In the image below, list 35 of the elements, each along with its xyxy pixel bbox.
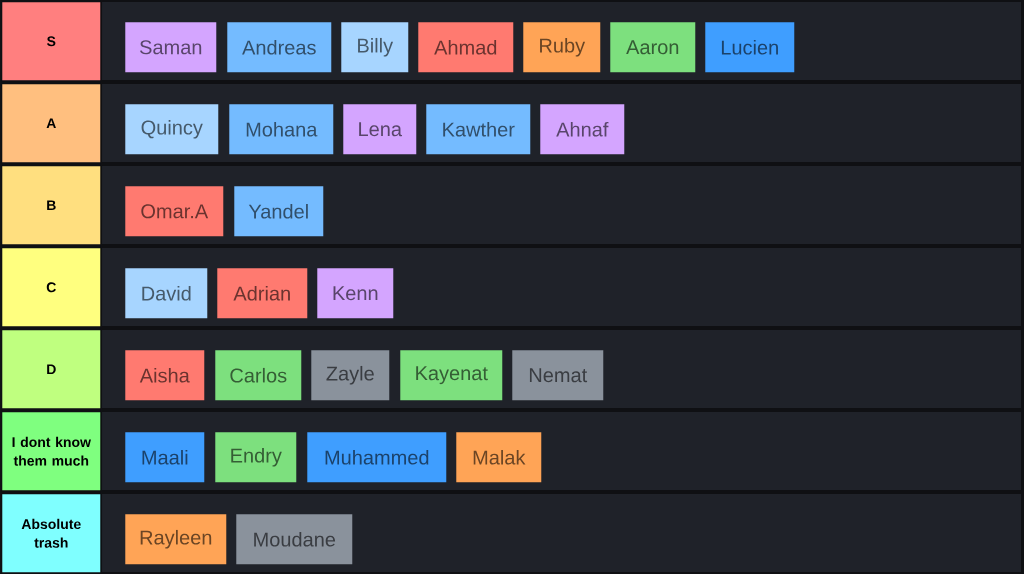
name-tile: Nemat [512, 350, 604, 401]
name-tile: Muhammed [307, 432, 447, 483]
tier-label: C [2, 248, 101, 327]
name-tile: Kenn [317, 268, 394, 319]
name-tile: Mohana [229, 104, 334, 155]
name-tile: Moudane [236, 514, 353, 565]
name-tile: Ahnaf [540, 104, 625, 155]
name-tile: Ahmad [418, 22, 514, 73]
name-tile: Quincy [125, 104, 219, 155]
name-tile: Carlos [215, 350, 302, 401]
tier-label: I dont know them much [2, 412, 101, 491]
name-tile: Malak [456, 432, 542, 483]
name-tile: Yandel [234, 186, 324, 237]
name-tile: Lena [343, 104, 417, 155]
name-tile: Kawther [426, 104, 531, 155]
name-tile: Omar.A [125, 186, 224, 237]
name-tile: Aaron [610, 22, 696, 73]
tier-label: S [2, 2, 101, 81]
name-tile: Andreas [227, 22, 332, 73]
tier-label: Absolute trash [2, 494, 101, 573]
name-tile: Rayleen [125, 514, 227, 565]
name-tile: Adrian [217, 268, 308, 319]
tier-label: A [2, 84, 101, 163]
name-tile: Billy [341, 22, 409, 73]
name-tile: David [125, 268, 208, 319]
name-tile: Maali [125, 432, 205, 483]
name-tile: Lucien [705, 22, 795, 73]
name-tile: Aisha [125, 350, 205, 401]
tier-label: B [2, 166, 101, 245]
tier-label: D [2, 330, 101, 409]
name-tile: Endry [215, 432, 297, 483]
name-tile: Kayenat [400, 350, 503, 401]
name-tile: Saman [125, 22, 217, 73]
name-tile: Zayle [311, 350, 390, 401]
name-tile: Ruby [523, 22, 601, 73]
